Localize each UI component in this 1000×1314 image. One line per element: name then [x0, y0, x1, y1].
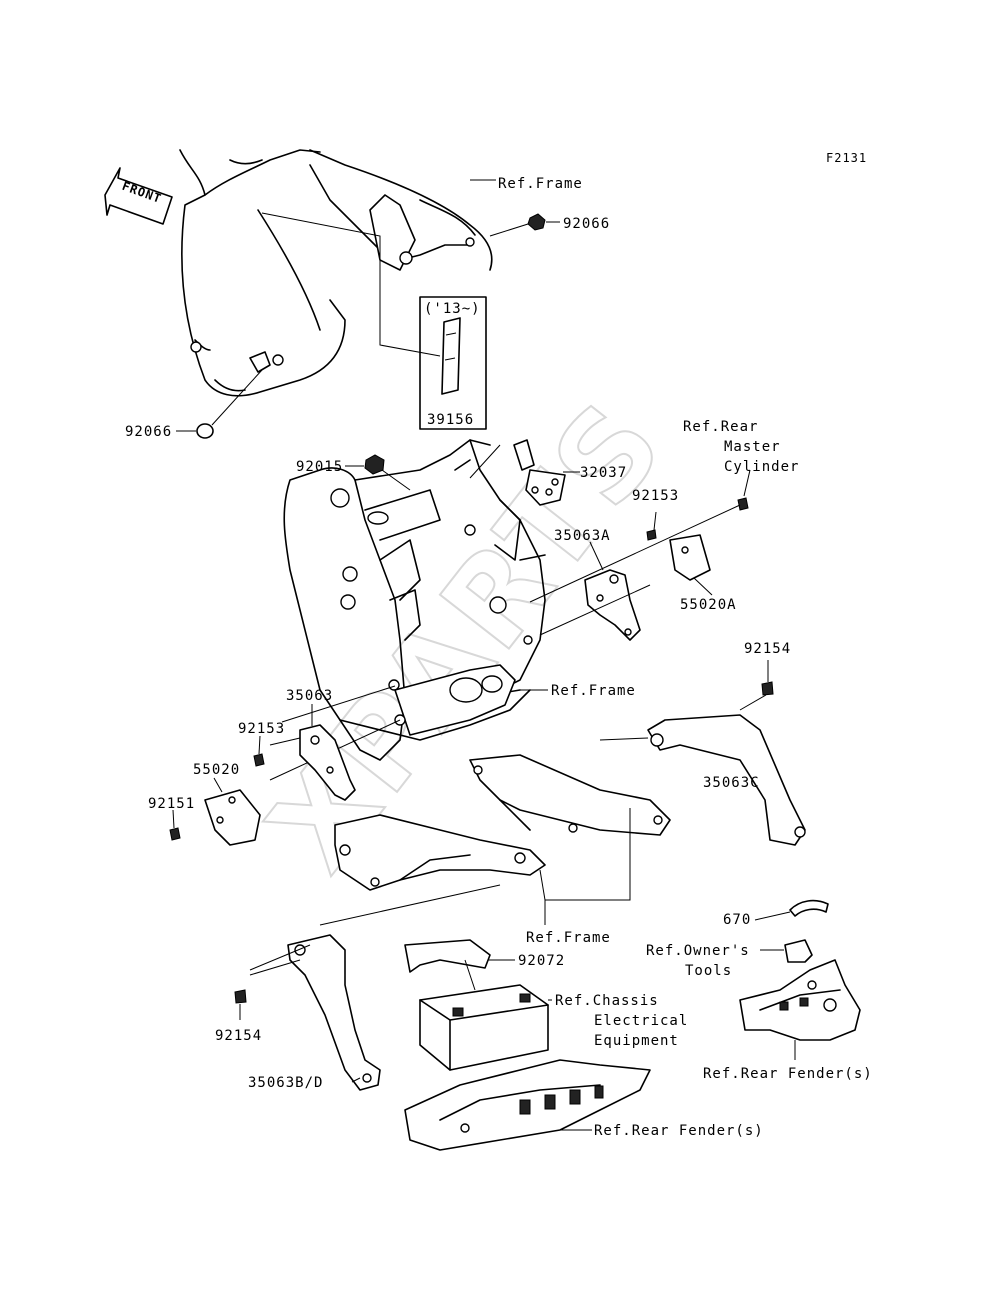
label-ref-rear-fender-right: Ref.Rear Fender(s) [703, 1066, 873, 1082]
label-55020A: 55020A [680, 597, 737, 613]
stay-35063C [599, 694, 806, 846]
label-92066-top: 92066 [563, 216, 610, 232]
label-92153-left: 92153 [238, 721, 285, 737]
owners-tools-icon [760, 939, 813, 963]
upper-frame-drawing [179, 149, 493, 397]
label-ref-master-1: Ref.Rear [683, 419, 758, 435]
label-ref-master-3: Cylinder [724, 459, 799, 475]
label-92154-right: 92154 [744, 641, 791, 657]
front-arrow-icon: FRONT [104, 167, 173, 225]
label-ref-chassis-2: Electrical [594, 1013, 688, 1029]
label-35063: 35063 [286, 688, 333, 704]
subframe-drawing [334, 754, 671, 925]
label-35063BD: 35063B/D [248, 1075, 323, 1091]
guard-55020A [669, 534, 713, 596]
bracket-35063 [299, 704, 356, 801]
label-39156-box [419, 296, 487, 430]
label-ref-owners-1: Ref.Owner's [646, 943, 750, 959]
label-92154-left: 92154 [215, 1028, 262, 1044]
label-ref-rear-fender-bottom: Ref.Rear Fender(s) [594, 1123, 764, 1139]
rear-fender-bottom-drawing [404, 1059, 651, 1151]
bracket-35063A [584, 541, 641, 641]
label-92153-top: 92153 [632, 488, 679, 504]
label-32037: 32037 [580, 465, 627, 481]
label-ref-frame-mid: Ref.Frame [551, 683, 636, 699]
label-55020: 55020 [193, 762, 240, 778]
label-ref-chassis-1: Ref.Chassis [555, 993, 659, 1009]
bolt-92153-top [646, 511, 657, 541]
band-92072 [404, 939, 515, 973]
stay-35063BD [249, 884, 501, 1091]
label-35063A: 35063A [554, 528, 611, 544]
main-frame-drawing [283, 439, 546, 761]
guard-55020 [204, 777, 261, 846]
figure-code: F2131 [826, 151, 867, 165]
bracket-32037 [469, 439, 580, 506]
rear-fender-right-drawing [739, 959, 861, 1060]
cap-92066-left [176, 369, 263, 439]
battery-drawing [419, 959, 552, 1071]
nut-92066-top [489, 213, 560, 237]
label-ref-frame-bottom: Ref.Frame [526, 930, 611, 946]
label-ref-chassis-3: Equipment [594, 1033, 679, 1049]
label-39156: 39156 [427, 412, 474, 428]
label-92015: 92015 [296, 459, 343, 475]
bolt-ref-master [737, 469, 751, 511]
label-92151: 92151 [148, 796, 195, 812]
label-year-note: ('13~) [424, 301, 481, 317]
label-ref-frame-top: Ref.Frame [498, 176, 583, 192]
bolt-92151 [169, 809, 181, 841]
label-ref-owners-2: Tools [685, 963, 732, 979]
bolt-92154-left [234, 989, 247, 1020]
label-35063C: 35063C [703, 775, 760, 791]
label-ref-master-2: Master [724, 439, 781, 455]
bolt-92153-left [253, 735, 265, 767]
label-92066-left: 92066 [125, 424, 172, 440]
label-92072: 92072 [518, 953, 565, 969]
bolt-92154-right [761, 660, 774, 696]
nut-92015 [345, 454, 411, 491]
label-670: 670 [723, 912, 751, 928]
strap-670 [754, 899, 829, 921]
